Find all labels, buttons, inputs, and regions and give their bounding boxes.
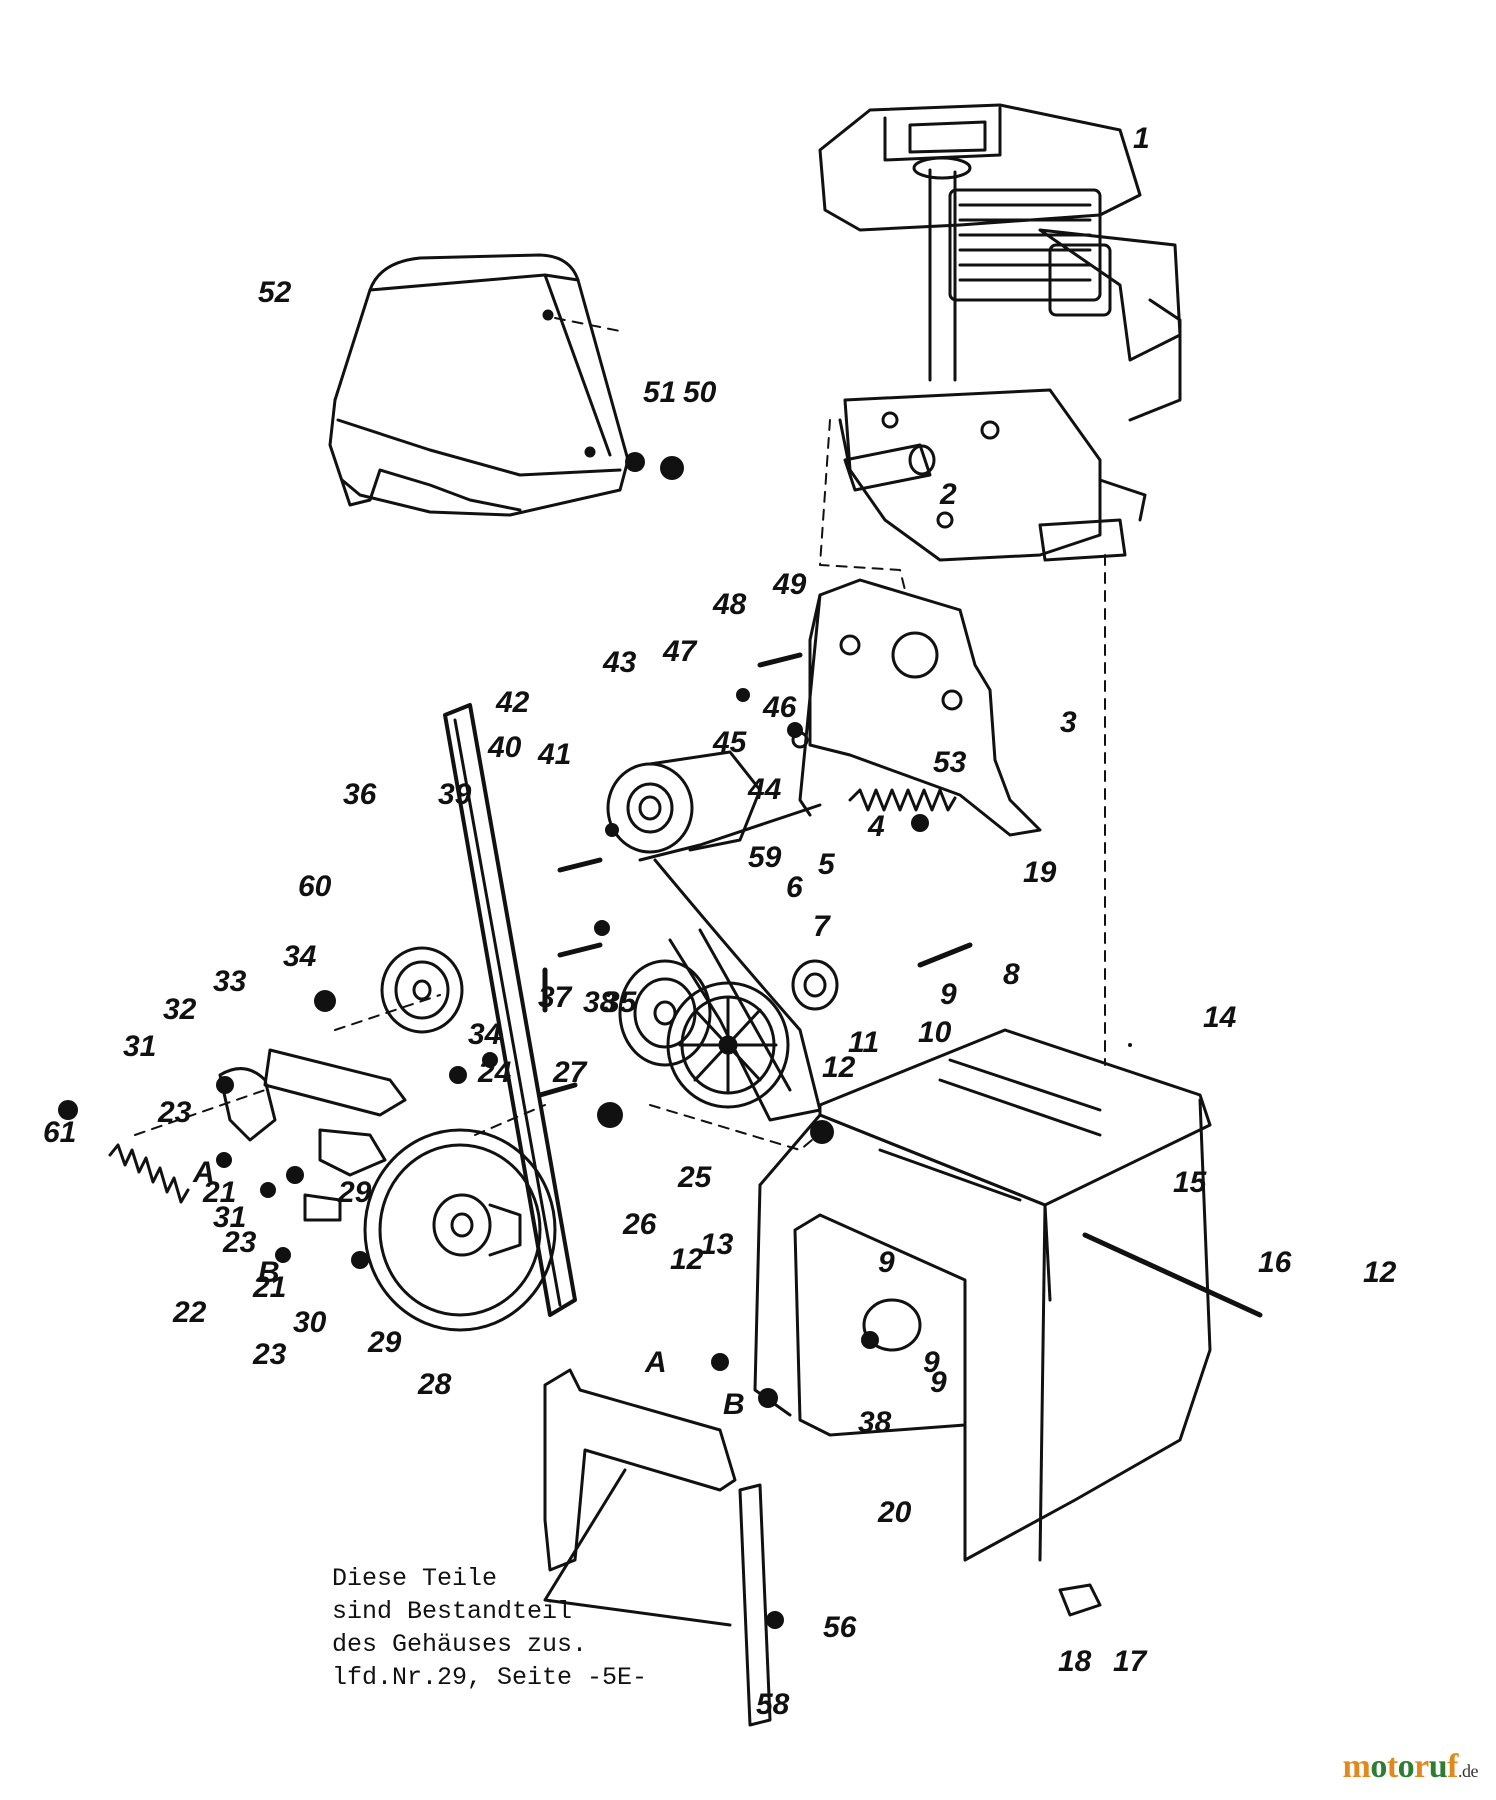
pulley-60-part	[380, 946, 464, 1034]
part-label: 19	[1023, 856, 1057, 889]
part-label: 32	[163, 993, 197, 1026]
part-label: 61	[43, 1116, 77, 1149]
part-label: B	[723, 1388, 745, 1421]
part-label: 34	[283, 940, 317, 973]
part-label: 59	[748, 841, 782, 874]
part-label: 1	[1133, 122, 1150, 155]
part-label: 46	[763, 691, 797, 724]
note-line: des Gehäuses zus.	[332, 1630, 588, 1659]
part-label: 49	[773, 568, 807, 601]
part-label: 13	[700, 1228, 734, 1261]
part-label: 38	[583, 986, 617, 1019]
part-label: 34	[468, 1018, 502, 1051]
part-label: 36	[343, 778, 377, 811]
part-label: 60	[298, 870, 332, 903]
part-label: 31	[213, 1201, 247, 1234]
part-label: 38	[858, 1406, 892, 1439]
note-text: Diese Teile sind Bestandteil des Gehäuse…	[332, 1562, 647, 1694]
part-label: A	[193, 1156, 215, 1189]
part-label: 3	[1060, 706, 1077, 739]
part-label: 8	[1003, 958, 1020, 991]
part-label: 12	[670, 1243, 704, 1276]
watermark-letter: o	[1397, 1748, 1415, 1785]
part-label: 40	[488, 731, 522, 764]
part-label: 2	[940, 478, 957, 511]
part-label: 35	[603, 986, 637, 1019]
watermark-letter: r	[1414, 1748, 1429, 1785]
part-label: 5	[818, 848, 835, 881]
engine-part	[818, 103, 1182, 562]
part-label: 21	[253, 1271, 287, 1304]
part-label: 41	[538, 738, 572, 771]
part-label: 23	[253, 1338, 287, 1371]
part-label: 9	[930, 1366, 947, 1399]
part-label: 4	[868, 810, 885, 843]
part-label: 29	[338, 1176, 372, 1209]
part-label: 47	[663, 635, 697, 668]
part-label: 51	[643, 376, 677, 409]
note-line: sind Bestandteil	[332, 1597, 573, 1626]
pulley-25-part	[666, 981, 790, 1109]
belt-cover-part	[328, 253, 630, 517]
part-label: 27	[553, 1056, 587, 1089]
part-label: 45	[713, 726, 747, 759]
part-label: 16	[1258, 1246, 1292, 1279]
part-label: 22	[173, 1296, 207, 1329]
part-label: 20	[878, 1496, 912, 1529]
part-label: 50	[683, 376, 717, 409]
part-label: 52	[258, 276, 292, 309]
part-label: 9	[923, 1346, 940, 1379]
part-label: 21	[203, 1176, 237, 1209]
part-label: 30	[293, 1306, 327, 1339]
part-label: 12	[822, 1051, 856, 1084]
watermark-letter: t	[1386, 1748, 1398, 1785]
part-label: B	[258, 1256, 280, 1289]
part-label: 39	[438, 778, 472, 811]
part-label: 56	[823, 1611, 857, 1644]
part-label: 17	[1113, 1645, 1147, 1678]
watermark-letter: u	[1428, 1748, 1448, 1785]
part-label: 48	[713, 588, 747, 621]
part-label: 26	[623, 1208, 657, 1241]
support-bracket-part	[543, 1368, 1102, 1727]
note-line: lfd.Nr.29, Seite -5E-	[332, 1663, 648, 1692]
part-label: 9	[878, 1246, 895, 1279]
tension-arm-part	[218, 1048, 407, 1222]
watermark-letter: f	[1447, 1748, 1458, 1785]
part-label: 37	[538, 981, 572, 1014]
part-label: 42	[496, 686, 530, 719]
watermark-suffix: .de	[1458, 1761, 1479, 1781]
part-label: 44	[748, 773, 782, 806]
part-label: 18	[1058, 1645, 1092, 1678]
part-label: 11	[848, 1026, 880, 1059]
watermark-letter: m	[1342, 1748, 1371, 1785]
part-label: 10	[918, 1016, 952, 1049]
part-label: 9	[940, 978, 957, 1011]
part-label: A	[645, 1346, 667, 1379]
part-label: 29	[368, 1326, 402, 1359]
part-label: 7	[813, 910, 830, 943]
part-label: 43	[603, 646, 637, 679]
part-label: 31	[123, 1030, 157, 1063]
part-label: 23	[158, 1096, 192, 1129]
part-label: 15	[1173, 1166, 1207, 1199]
part-label: 12	[1363, 1256, 1397, 1289]
part-label: 24	[478, 1056, 512, 1089]
watermark-logo: motoruf.de	[1343, 1748, 1479, 1786]
pulley-28-part	[363, 1128, 557, 1332]
part-label: 28	[418, 1368, 452, 1401]
part-label: 33	[213, 965, 247, 998]
watermark-letter: o	[1370, 1748, 1387, 1785]
part-label: 23	[223, 1226, 257, 1259]
part-label: 6	[786, 871, 803, 904]
part-label: 53	[933, 746, 967, 779]
note-line: Diese Teile	[332, 1564, 498, 1593]
part-label: 58	[756, 1688, 790, 1721]
mounting-plate-part	[791, 578, 1042, 837]
part-label: 14	[1203, 1001, 1237, 1034]
part-label: 25	[678, 1161, 712, 1194]
housing-part	[753, 1028, 1212, 1562]
